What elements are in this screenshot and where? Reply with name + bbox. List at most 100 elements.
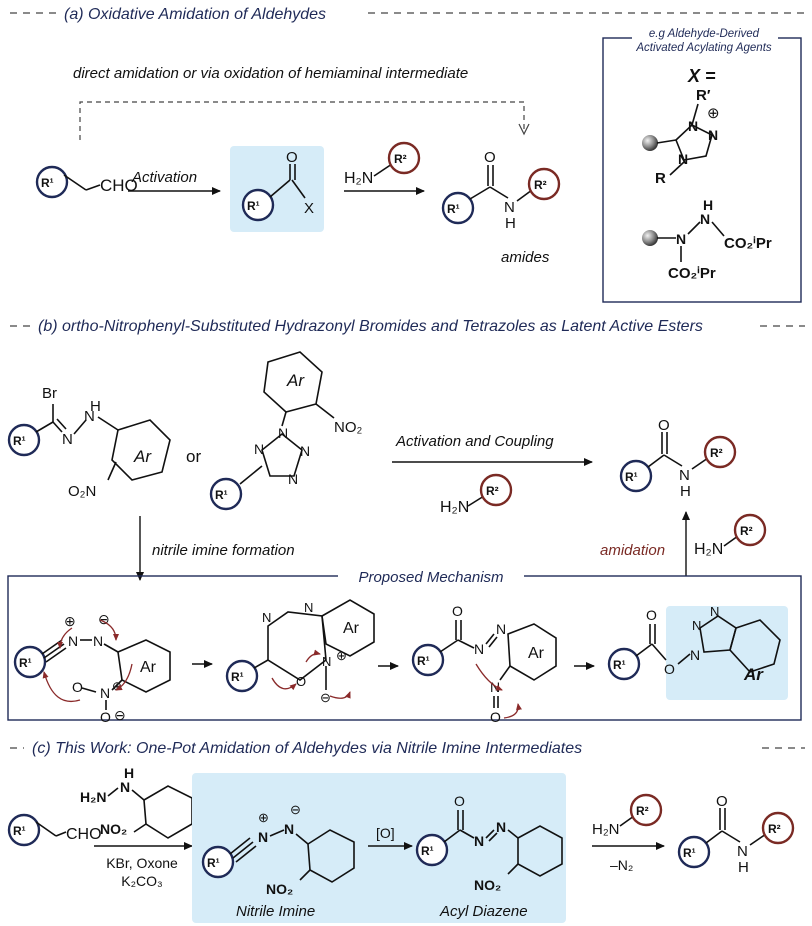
section-c: (c) This Work: One-Pot Amidation of Alde… [7, 740, 805, 923]
o-label: O [490, 709, 501, 725]
box-title-2: Activated Acylating Agents [635, 42, 772, 54]
box-title-1: e.g Aldehyde-Derived [649, 28, 760, 40]
acyl-diazene-c: R¹ O N N NO₂ [415, 793, 563, 893]
plus-charge: ⊕ [64, 613, 76, 629]
h-label: H [124, 765, 134, 781]
mech-acyl-diazene: R¹ O N N Ar N O [411, 603, 557, 725]
activation-coupling-label: Activation and Coupling [395, 433, 554, 450]
n-label: N [278, 425, 288, 441]
n-label: N [737, 843, 748, 860]
h-label: H [703, 197, 713, 213]
aldehyde-a: R¹ CHO [35, 165, 138, 199]
activation-label: Activation [131, 169, 197, 186]
ar-label: Ar [528, 645, 545, 662]
r2-label: R² [710, 446, 723, 460]
proposed-mechanism-label: Proposed Mechanism [358, 569, 503, 586]
acyl-diazene-label: Acyl Diazene [439, 903, 528, 920]
h2n-label: H₂N [80, 789, 106, 805]
x-equals-label: X = [687, 66, 716, 86]
o-label: O [296, 674, 306, 689]
r1-label: R¹ [13, 434, 26, 448]
n-label: N [708, 127, 718, 143]
n-label: N [120, 779, 130, 795]
h2n-label: H₂N [440, 499, 469, 516]
amides-label: amides [501, 249, 550, 266]
amine-a: H₂N R² [344, 141, 421, 187]
r1-label: R¹ [421, 844, 434, 858]
o-label: O [658, 417, 670, 434]
plus-charge: ⊕ [112, 679, 122, 693]
n-label: N [700, 211, 710, 227]
n-label: N [93, 633, 103, 649]
ar-label: Ar [133, 447, 152, 466]
n-label: N [496, 621, 506, 637]
br-label: Br [42, 385, 57, 402]
intermediates-highlight [192, 773, 566, 923]
o-label: O [716, 793, 728, 810]
amide-product-c: R¹ O N H R² [677, 793, 795, 876]
n-label: N [68, 633, 78, 649]
n-label: N [679, 467, 690, 484]
h-label: H [505, 215, 516, 232]
r1-label: R¹ [19, 656, 32, 670]
plus-charge: ⊕ [336, 648, 347, 663]
no2-label: NO₂ [334, 419, 363, 436]
plus-charge: ⊕ [707, 105, 720, 122]
cho-label: CHO [66, 826, 102, 843]
r1-label: R¹ [683, 846, 696, 860]
active-ester-highlight [666, 606, 788, 700]
mech-nitrile-imine: R¹ N ⊕ N ⊖ Ar N ⊕ O O ⊖ [13, 611, 171, 725]
hydrazide-structure: N N H CO₂ⁱPr CO₂ⁱPr [642, 197, 772, 282]
h-label: H [680, 483, 691, 500]
n-label: N [678, 151, 688, 167]
nitrile-imine-label: Nitrile Imine [236, 903, 315, 920]
r1-label: R¹ [41, 176, 54, 190]
r2-label: R² [486, 484, 499, 498]
nitrile-imine-c: R¹ N ⊕ N ⊖ NO₂ [201, 802, 355, 897]
amide-product-a: R¹ O N H R² [441, 149, 561, 232]
ar-label: Ar [140, 659, 157, 676]
minus-charge: ⊖ [290, 802, 301, 817]
r1-label: R¹ [207, 856, 220, 870]
aryl-tetrazole: Ar NO₂ N N N N R¹ [209, 351, 363, 511]
n-label: N [676, 231, 686, 247]
amine-c: H₂N R² [592, 793, 663, 838]
o-label: O [100, 709, 111, 725]
h2n-label: H₂N [344, 170, 373, 187]
n-label: N [62, 431, 73, 448]
nitrile-imine-formation-label: nitrile imine formation [152, 542, 295, 559]
r1-label: R¹ [417, 654, 430, 668]
plus-charge: ⊕ [258, 810, 269, 825]
minus-n2-label: –N₂ [610, 857, 633, 873]
ar-label: Ar [343, 620, 360, 637]
aldehyde-c: R¹ CHO [7, 813, 102, 847]
n-label: N [288, 471, 298, 487]
direct-amidation-arrow [79, 101, 525, 140]
activated-acyl: R¹ O X [241, 149, 314, 222]
n-label: N [474, 641, 484, 657]
r1-label: R¹ [447, 202, 460, 216]
triazolium-structure: N N N ⊕ R′ R [642, 87, 720, 187]
n-label: N [300, 443, 310, 459]
o-label: O [72, 679, 83, 695]
amidation-label: amidation [600, 542, 665, 559]
amine-b: H₂N R² [440, 473, 513, 516]
r2-label: R² [636, 804, 649, 818]
n-label: N [688, 118, 698, 134]
no2-label: NO₂ [266, 881, 293, 897]
cho-label: CHO [100, 176, 138, 195]
n-label: N [100, 685, 110, 701]
o-label: O [646, 607, 657, 623]
n-label: N [258, 829, 268, 845]
n-label: N [496, 819, 506, 835]
amide-product-b: R¹ O N H R² [619, 417, 737, 500]
n-label: N [322, 654, 331, 669]
h-label: H [90, 398, 101, 415]
x-label: X [304, 200, 314, 217]
n-label: N [284, 821, 294, 837]
n-label: N [304, 600, 313, 615]
activated-ester-highlight [230, 146, 324, 232]
n-label: N [84, 408, 95, 425]
no2-label: NO₂ [100, 821, 127, 837]
